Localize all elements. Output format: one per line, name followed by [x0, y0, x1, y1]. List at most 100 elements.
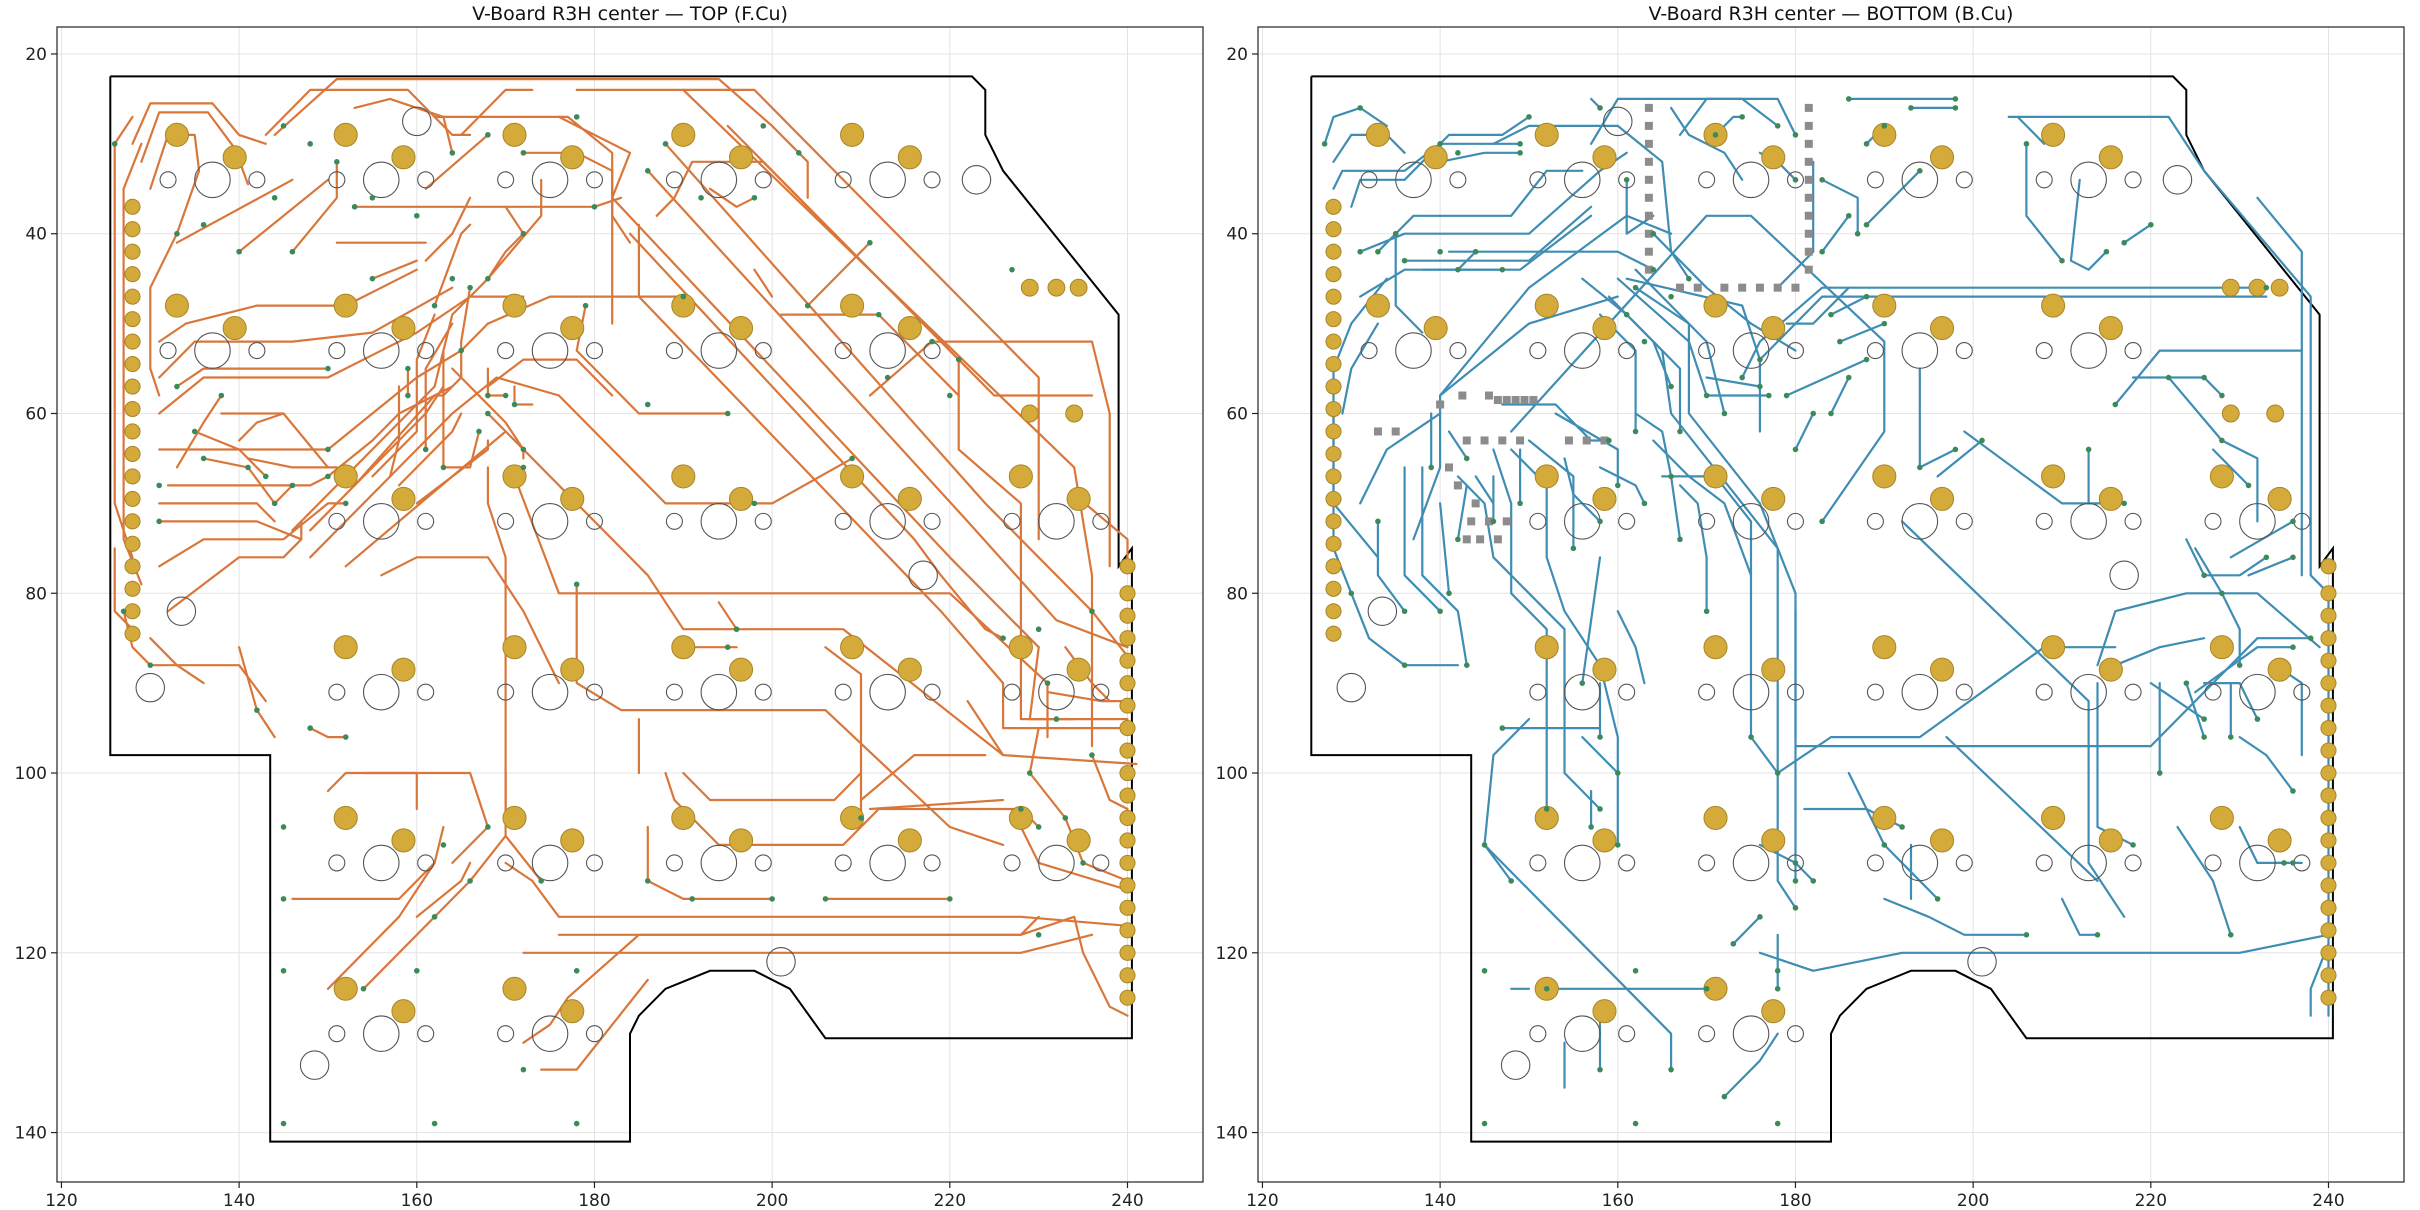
switch-center-hole — [531, 332, 569, 369]
smd-pad — [1804, 229, 1813, 238]
header-pin-right — [1119, 899, 1136, 916]
header-pin-right — [1119, 652, 1136, 669]
plot-area-top — [57, 27, 1203, 1182]
header-pin-left — [1325, 243, 1342, 260]
via — [307, 725, 313, 731]
switch-pad — [2041, 805, 2066, 831]
switch-center-hole — [1732, 503, 1770, 540]
via — [1845, 212, 1852, 219]
switch-pad — [1929, 657, 1955, 682]
via — [1863, 293, 1870, 300]
via — [795, 150, 802, 156]
key-switch-footprint — [328, 635, 435, 711]
header-pin-right — [2320, 742, 2337, 759]
via — [1712, 132, 1719, 138]
via — [1623, 311, 1630, 318]
via — [1845, 374, 1852, 381]
via — [476, 428, 482, 435]
copper-trace — [2220, 592, 2241, 667]
copper-trace — [868, 340, 934, 397]
via — [1499, 266, 1506, 273]
switch-center-hole — [1901, 673, 1939, 711]
via — [724, 410, 731, 417]
copper-trace — [628, 232, 1005, 640]
switch-center-hole — [362, 332, 400, 369]
header-pin-right — [2320, 558, 2337, 575]
key-switch-footprint — [1529, 464, 1636, 540]
via — [2121, 500, 2127, 507]
smd-pad — [1804, 211, 1813, 220]
copper-trace — [1776, 160, 1815, 289]
x-tick-label: 160 — [401, 1191, 433, 1210]
via — [2227, 932, 2234, 938]
via — [218, 392, 225, 399]
switch-pad — [1592, 145, 1617, 170]
header-pin-right — [1119, 967, 1136, 984]
via — [2059, 257, 2065, 264]
header-pin-right — [2320, 854, 2337, 871]
x-tick-label: 140 — [223, 1191, 255, 1210]
via — [1819, 518, 1825, 525]
via — [1917, 464, 1923, 471]
switch-pad — [2267, 828, 2292, 853]
key-switch-footprint — [1003, 464, 1110, 540]
via — [955, 356, 962, 363]
copper-trace — [353, 394, 445, 487]
y-tick-label: 20 — [1226, 45, 1248, 65]
via — [1677, 536, 1683, 543]
mounting-hole — [1500, 1050, 1531, 1080]
smd-pad — [1644, 193, 1653, 202]
switch-peg-hole — [1698, 1025, 1716, 1043]
smd-pad — [1644, 175, 1653, 184]
board-bottom — [1310, 75, 2337, 1143]
switch-peg-hole — [497, 854, 515, 872]
switch-center-hole — [362, 503, 400, 540]
header-pin-left — [1325, 558, 1342, 575]
copper-trace — [131, 102, 267, 145]
copper-trace — [1376, 520, 1406, 613]
copper-trace — [166, 520, 303, 613]
via — [2112, 401, 2119, 408]
switch-peg-hole — [665, 171, 683, 189]
copper-trace — [1474, 475, 1495, 505]
key-switch-footprint — [1698, 635, 1805, 711]
via — [1934, 896, 1941, 902]
via — [360, 985, 367, 992]
switch-pad — [1592, 657, 1617, 682]
switch-pad — [1872, 293, 1897, 318]
key-switch-footprint — [2035, 122, 2142, 199]
switch-pad — [897, 316, 922, 341]
header-pin-left — [124, 490, 141, 507]
copper-trace — [442, 349, 481, 469]
header-pin-right — [1119, 989, 1136, 1006]
copper-trace — [1421, 466, 1468, 667]
switch-peg-hole — [1866, 683, 1884, 701]
copper-trace — [415, 861, 472, 918]
y-tick-label: 120 — [15, 944, 47, 964]
switch-peg-hole — [754, 342, 772, 360]
smd-pad — [1675, 283, 1684, 292]
via — [1979, 437, 1985, 444]
switch-pad — [164, 293, 189, 318]
key-switch-footprint — [497, 805, 604, 882]
key-switch-footprint — [497, 293, 604, 369]
via — [156, 518, 162, 525]
switch-center-hole — [1732, 161, 1770, 199]
via — [1321, 141, 1328, 147]
copper-trace — [1438, 502, 1451, 595]
via — [1952, 96, 1959, 102]
switch-peg-hole — [1698, 683, 1716, 701]
y-tick-label: 140 — [1216, 1124, 1248, 1144]
via — [1000, 635, 1006, 642]
smd-pad — [1773, 283, 1782, 292]
switch-pad — [671, 805, 696, 831]
copper-trace — [637, 223, 1129, 730]
copper-trace — [1634, 268, 1726, 415]
copper-trace — [575, 88, 1040, 541]
via — [2130, 842, 2136, 848]
copper-trace — [646, 825, 774, 901]
smd-pad — [1804, 103, 1813, 112]
via — [1614, 482, 1621, 489]
via — [1828, 410, 1834, 417]
